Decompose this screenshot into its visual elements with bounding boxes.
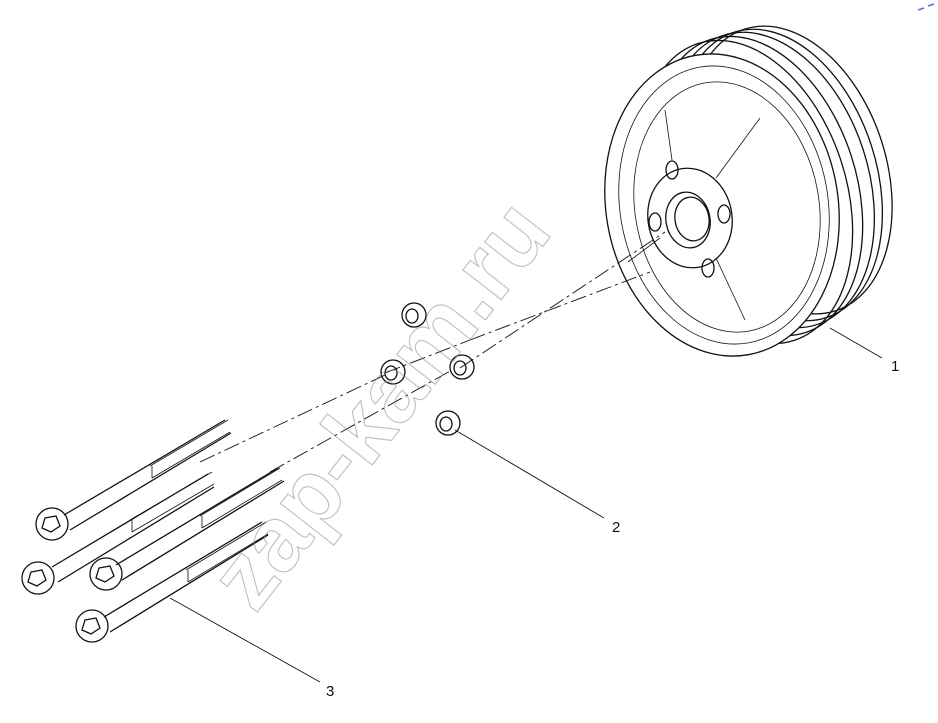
bolt[interactable] — [75, 521, 269, 643]
washer[interactable] — [380, 359, 406, 385]
washer[interactable] — [435, 410, 461, 436]
washer[interactable] — [449, 354, 475, 380]
bolt[interactable] — [21, 471, 215, 595]
corner-mark — [917, 3, 935, 11]
washers[interactable] — [380, 302, 475, 436]
leader-lines — [169, 327, 883, 683]
bolt[interactable] — [89, 467, 285, 591]
callout-2: 2 — [612, 519, 620, 536]
bolts[interactable] — [21, 419, 285, 643]
washer[interactable] — [401, 302, 427, 328]
center-lines — [199, 231, 666, 473]
callout-3: 3 — [326, 683, 334, 700]
watermark: zap-kam.ru — [190, 182, 569, 628]
callout-1: 1 — [891, 358, 899, 375]
pulley[interactable] — [581, 0, 927, 375]
bolt[interactable] — [35, 419, 232, 541]
